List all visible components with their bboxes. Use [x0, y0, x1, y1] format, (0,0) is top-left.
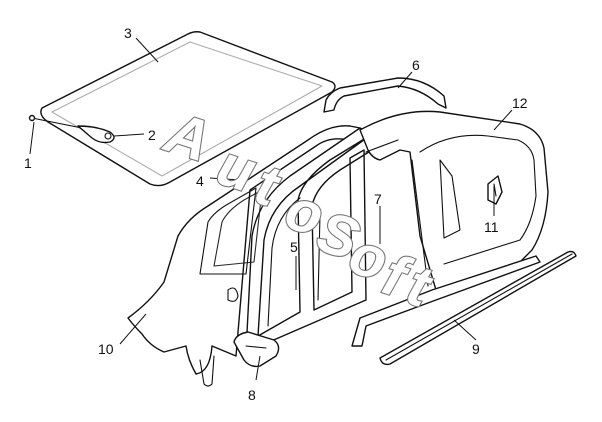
roof-seal-strip: [323, 77, 447, 113]
callout-9: 9: [472, 341, 480, 357]
callout-4: 4: [196, 173, 204, 189]
callouts: 1 2 3 4 5 6 7 8 9 10 11 12: [24, 25, 528, 403]
callout-1: 1: [24, 155, 32, 171]
callout-10: 10: [98, 341, 114, 357]
callout-8: 8: [248, 387, 256, 403]
callout-7: 7: [374, 191, 382, 207]
callout-6: 6: [412, 57, 420, 73]
rear-body-side: [127, 125, 361, 387]
center-door-frame: [245, 121, 405, 353]
rear-quarter-window: [213, 189, 263, 267]
callout-11: 11: [484, 219, 499, 235]
wheel-arch-bracket: [233, 331, 280, 368]
roof-antenna: [28, 114, 83, 129]
callout-5: 5: [290, 239, 298, 255]
front-body-side-frame: [359, 110, 549, 291]
antenna-base: [77, 125, 115, 144]
sill-inner-panel: [351, 255, 541, 347]
sill-moulding: [379, 250, 577, 366]
callout-3: 3: [124, 25, 132, 41]
callout-2: 2: [148, 127, 156, 143]
callout-12: 12: [512, 95, 528, 111]
leader-lines: [29, 37, 513, 381]
